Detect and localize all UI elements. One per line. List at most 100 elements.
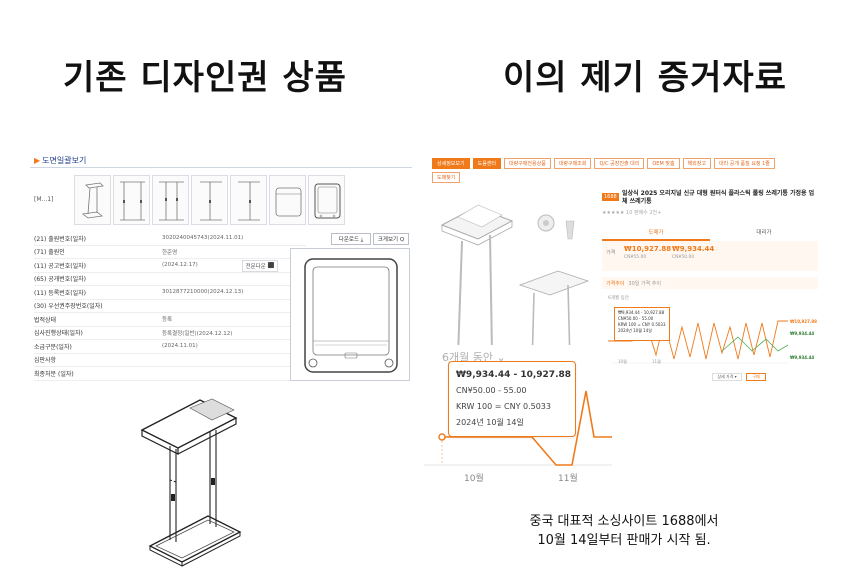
tab-bulk-inquiry[interactable]: 대량구매조회 xyxy=(553,158,592,169)
zoom-tooltip: ₩9,934.44 - 10,927.88 CN¥50.00 - 55.00 K… xyxy=(448,361,576,437)
price-label: 가격 xyxy=(606,250,616,256)
tab-detail[interactable]: 상세정보보기 xyxy=(432,158,470,169)
stand-bottom-view-drawing xyxy=(304,258,398,373)
drawing-thumbnails xyxy=(74,175,394,227)
stand-top-icon xyxy=(275,187,302,217)
mini-price-tag: ₩9,934.44 xyxy=(790,331,815,336)
stand-bottom-icon xyxy=(314,183,341,219)
stand-left-icon xyxy=(200,181,222,221)
table-row: 심판사항 xyxy=(34,354,306,367)
site-badge: 1688 xyxy=(602,193,619,201)
zoomed-price-chart: 6개월 동안 ⌄ ₩9,934.44 - 10,927.88 CN¥50.00 … xyxy=(424,345,612,485)
buy-button[interactable]: 구매 xyxy=(746,373,766,381)
mini-x-label: 10월 xyxy=(618,359,627,364)
mini-chart-lines xyxy=(608,320,789,364)
product-image xyxy=(428,187,598,387)
zoom-chart-lines xyxy=(424,390,612,466)
table-row: 소급구분(일자) (2024.11.01) xyxy=(34,340,306,354)
row-key: 소급구분(일자) xyxy=(34,343,72,351)
mini-period-label[interactable]: 6개월 동안 xyxy=(608,296,629,301)
row-key: (11) 등록번호(일자) xyxy=(34,289,87,297)
mini-tip-cny: CN¥50.00 - 55.00 xyxy=(618,316,654,321)
stand-rear-icon xyxy=(159,181,184,221)
heading-objection-evidence: 이의 제기 증거자료 xyxy=(503,58,787,98)
row-key: (30) 우선권주장번호(일자) xyxy=(34,303,103,311)
bullet-icon: ▶ xyxy=(34,156,41,165)
tab-qc[interactable]: Q/C 공장진출 대리 xyxy=(594,158,645,169)
tab-help[interactable]: 도움센터 xyxy=(472,158,502,169)
mini-tip-range: ₩9,934.44 - 10,927.88 xyxy=(618,310,665,315)
zoom-tip-rate: KRW 100 = CNY 0.5033 xyxy=(456,402,551,411)
zoom-x-label: 11월 xyxy=(558,474,578,484)
tab-wholesale-price[interactable]: 도매가 xyxy=(602,225,710,241)
price-low-cny: CN¥50.00 xyxy=(672,255,695,260)
drawing-thumb[interactable] xyxy=(269,175,306,225)
product-name: 일상식 2025 오리지널 신규 대형 원터식 플라스틱 롤링 쓰레기통 가정용… xyxy=(622,190,815,205)
zoom-tip-date: 2024년 10월 14일 xyxy=(456,418,524,427)
mini-tip-date: 2024년 10월 14일 xyxy=(618,328,652,333)
product-detail: 1688 일상식 2025 오리지널 신규 대형 원터식 플라스틱 롤링 쓰레기… xyxy=(598,185,823,385)
tab-oem[interactable]: OEM 맞춤 xyxy=(647,158,680,169)
row-key: (71) 출원인 xyxy=(34,249,65,257)
download-button[interactable]: 다운로드 ⤓ xyxy=(331,233,371,245)
caption-line-2: 10월 14일부터 판매가 시작 됨. xyxy=(537,533,711,548)
mini-price-chart: 6개월 동안 ₩9,934.44 - 10,927.88 CN¥50.00 - … xyxy=(602,293,818,383)
price-block: 가격 ₩10,927.88 ₩9,934.44 CN¥55.00 CN¥50.0… xyxy=(602,241,818,271)
row-key: 최종처분 (일자) xyxy=(34,370,74,378)
zoom-period-label[interactable]: 6개월 동안 ⌄ xyxy=(442,351,506,364)
secondary-tab-bar: 도매찾기 xyxy=(432,172,461,183)
tab-find-wholesale[interactable]: 도매찾기 xyxy=(432,172,461,183)
design-record-panel: ▶도면일괄보기 [M...1] xyxy=(30,153,412,383)
heading-existing-design: 기존 디자인권 상품 xyxy=(63,58,347,98)
drawing-thumb[interactable] xyxy=(113,175,150,225)
thumb-label: [M...1] xyxy=(34,196,54,203)
row-key: 심사진행상태(일자) xyxy=(34,330,83,338)
full-text-download-button[interactable]: 전문다운 ⬛ xyxy=(242,260,278,272)
tab-warehouse[interactable]: 해외창고 xyxy=(682,158,711,169)
enlarge-button[interactable]: 크게보기 Q xyxy=(373,233,409,245)
drawing-thumb[interactable] xyxy=(152,175,189,225)
price-detail-select[interactable]: 상세 가격 ▾ xyxy=(712,373,742,381)
row-value: 3020240045743(2024.11.01) xyxy=(162,235,244,242)
row-value: 등록결정(일반)(2024.12.12) xyxy=(162,330,233,337)
table-row: 최종처분 (일자) xyxy=(34,367,306,381)
title-divider xyxy=(30,167,412,168)
row-key: 심판사항 xyxy=(34,357,57,365)
stand-perspective-sketch xyxy=(130,390,250,570)
row-key: (65) 공개번호(일자) xyxy=(34,276,87,284)
table-row: (11) 등록번호(일자) 3012877210000(2024.12.13) xyxy=(34,286,306,300)
pdf-icon: ⬛ xyxy=(267,263,275,269)
table-row: (65) 공개번호(일자) xyxy=(34,273,306,286)
tab-agent-price[interactable]: 대리가 xyxy=(756,230,772,236)
mini-price-tag: ₩9,934.44 xyxy=(790,355,815,360)
table-row: (71) 출원인 한준영 xyxy=(34,246,306,259)
zoom-tip-range: ₩9,934.44 - 10,927.88 xyxy=(456,370,572,380)
mini-x-label: 11월 xyxy=(652,359,661,364)
row-value: 3012877210000(2024.12.13) xyxy=(162,289,244,296)
row-key: (21) 출원번호(일자) xyxy=(34,235,87,243)
tab-bulk-products[interactable]: 대량구매전용상품 xyxy=(504,158,551,169)
zoom-tip-cny: CN¥50.00 - 55.00 xyxy=(456,386,527,395)
caption-line-1: 중국 대표적 소싱사이트 1688에서 xyxy=(529,514,719,529)
row-value: 한준영 xyxy=(162,249,178,256)
table-row: (21) 출원번호(일자) 3020240045743(2024.11.01) xyxy=(34,232,306,246)
product-rating: ★★★★★ 10 판매수 2천+ xyxy=(602,210,662,216)
drawing-thumb[interactable] xyxy=(230,175,267,225)
drawing-preview xyxy=(290,248,410,381)
row-value: (2024.11.01) xyxy=(162,343,198,350)
price-tabs: 도매가 대리가 xyxy=(602,225,818,242)
price-high: ₩10,927.88 xyxy=(624,245,672,253)
drawing-thumb[interactable] xyxy=(308,175,345,225)
row-key: 법적상태 xyxy=(34,316,57,324)
product-photo-icon xyxy=(440,204,590,378)
tab-quality-request[interactable]: 대리 공개 품질 요청 1줄 xyxy=(713,158,775,169)
stand-right-icon xyxy=(238,181,260,221)
record-info-table: (21) 출원번호(일자) 3020240045743(2024.11.01) (… xyxy=(34,232,306,381)
drawing-thumb[interactable] xyxy=(74,175,111,225)
record-title: ▶도면일괄보기 xyxy=(34,156,87,165)
price-low: ₩9,934.44 xyxy=(672,245,715,253)
drawing-thumb[interactable] xyxy=(191,175,228,225)
row-value: (2024.12.17) xyxy=(162,262,198,269)
